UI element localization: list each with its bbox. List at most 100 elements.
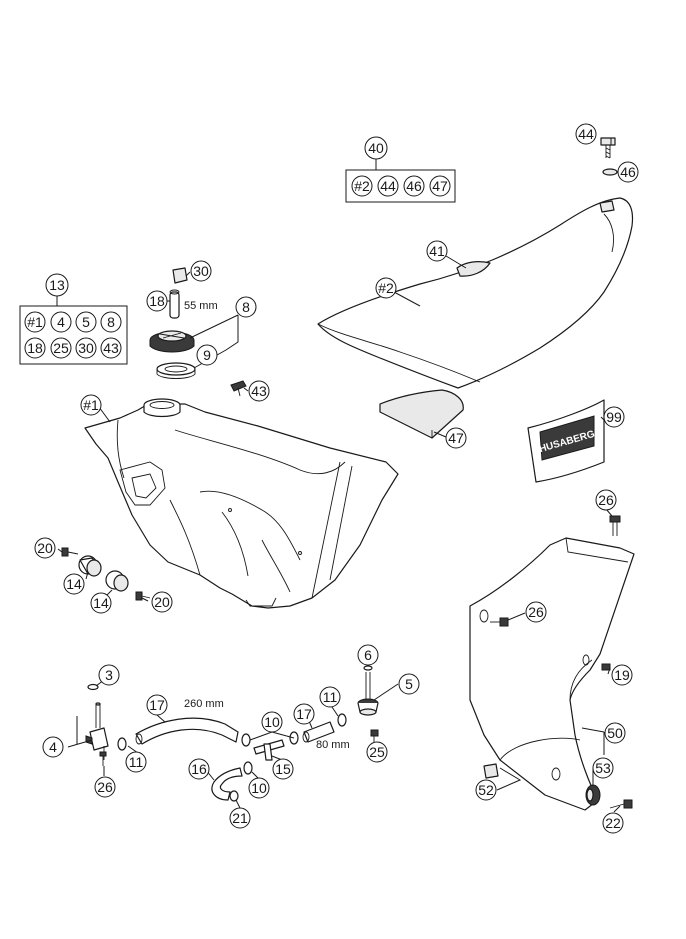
fuel-hose-long [135,717,239,745]
callout: 4 [42,736,64,758]
callout-label: 3 [105,667,113,683]
callout-label: 19 [614,667,630,683]
tank-screw-right [135,591,151,601]
callout: 8 [235,296,257,318]
decal: HUSABERG [527,399,605,483]
leader-lines [56,138,624,813]
callout: 53 [592,757,614,779]
callout-label: 52 [478,782,494,798]
dimension-label-hose17-short: 80 mm [316,739,350,751]
kit-13-item: 43 [103,340,119,356]
callout: 20 [151,591,173,613]
hose-clamp-11b [337,713,347,727]
fuel-tap [85,702,109,760]
callout-label: #1 [83,397,99,413]
fuel-cap [149,330,195,353]
callout: 43 [248,380,270,402]
callout-label: #2 [378,280,394,296]
callout: 15 [272,758,294,780]
callout: 11 [319,686,341,708]
callout: 14 [90,592,112,614]
kit-13-item: 30 [78,340,94,356]
callout: 26 [595,489,617,511]
callout: 3 [98,664,120,686]
panel-screw-52 [483,763,499,779]
callout-label: 53 [595,760,611,776]
tap-right-o-ring [363,665,373,671]
callout: 21 [229,807,251,829]
callout-label: 44 [578,126,594,142]
callout-label: 17 [296,706,312,722]
callout: 17 [293,703,315,725]
callout-label: 43 [251,383,267,399]
callout-label: 14 [66,576,82,592]
kit-13-item: #1 [27,314,43,330]
callout-label: 46 [620,164,636,180]
kit-40-item: #2 [354,178,370,194]
callout: 41 [426,240,448,262]
fuel-hose-short [302,721,335,743]
callout: 20 [34,537,56,559]
kit-40-item: 47 [432,178,448,194]
breather-hose [169,289,180,319]
rubber-grommet [585,784,601,806]
panel-screw-22 [609,799,633,809]
seat-washer [602,168,618,176]
callout: 26 [525,601,547,623]
callout-label: 10 [251,780,267,796]
tap-right-screw [370,729,379,744]
callout-label: 11 [323,689,338,705]
callout: 17 [146,694,168,716]
callout-label: 26 [528,604,544,620]
callout: 30 [190,260,212,282]
callout: 11 [125,751,147,773]
callout-label: 47 [448,430,464,446]
callout-label: 20 [154,594,170,610]
callout: #2 [375,277,397,299]
callout-label: 17 [149,697,165,713]
dimension-label-hose17-long: 260 mm [184,698,224,710]
screw-43 [230,380,247,397]
callout: 44 [575,123,597,145]
callout-label: 8 [242,299,250,315]
callout: 16 [188,758,210,780]
seat-bolt [600,137,616,159]
panel-screw-19 [601,663,611,671]
callout-label: 30 [193,263,209,279]
panel-screw-26 [609,515,621,536]
callout: 5 [398,673,420,695]
callout-label: 11 [129,754,144,770]
callout: 26 [94,776,116,798]
callout-label: 15 [275,761,291,777]
kit-13-item: 5 [82,314,90,330]
callout: 18 [146,290,168,312]
kit-13: 13 #1 4 5 8 18 25 30 43 [19,273,128,365]
callout-label: 6 [364,647,372,663]
callout: 47 [445,427,467,449]
callout-label: 10 [264,714,280,730]
callout: #1 [80,394,102,416]
kit-40: 40 #2 44 46 47 [345,136,456,203]
callout-label: 41 [429,243,445,259]
hose-clamp-11a [117,737,127,751]
hose-t-piece [253,739,285,761]
callout-label: 26 [598,492,614,508]
callout: 22 [602,812,624,834]
callout-label: 20 [37,540,53,556]
kit-13-item: 25 [53,340,69,356]
callout-label: 26 [97,779,113,795]
vent-hose [211,767,243,801]
callout: 52 [475,779,497,801]
callout-label: 5 [405,676,413,692]
kit-13-item: 18 [27,340,43,356]
dimension-label-hose18: 55 mm [184,300,218,312]
hose-clamp-10a [241,733,251,747]
callout-label: 50 [607,725,623,741]
callout-label: 25 [369,744,385,760]
kit-40-item: 46 [406,178,422,194]
tap-screw [99,751,107,766]
callout: 9 [196,344,218,366]
panel-screw-26b [490,617,509,627]
callout: 46 [617,161,639,183]
